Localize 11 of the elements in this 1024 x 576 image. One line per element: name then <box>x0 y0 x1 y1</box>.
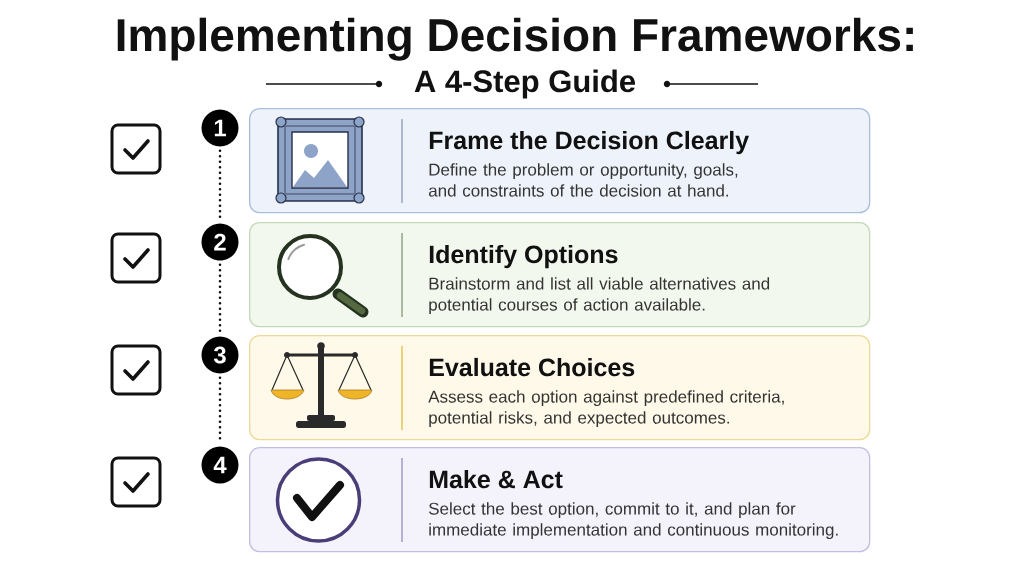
step-description: Assess each option against predefined criteria, potential risks, and expected outcomes. <box>428 390 784 428</box>
dotted-line <box>218 263 222 334</box>
step-description: Select the best option, commit to it, and plan for immediate implementation and continuous monitoring. <box>429 502 838 540</box>
step-description: Define the problem or opportunity, goals, and constraints of the decision at hand. <box>428 163 738 197</box>
dotted-line <box>218 149 222 221</box>
step-heading: Evaluate Choices <box>429 357 635 377</box>
step-description: Brainstorm and list all viable alternatives and potential courses of action available. <box>429 277 770 315</box>
step-heading: Make & Act <box>429 469 563 489</box>
step-heading: Frame the Decision Clearly <box>429 130 749 155</box>
title: Implementing Decision Frameworks: <box>117 17 913 61</box>
step-heading: Identify Options <box>429 244 618 269</box>
